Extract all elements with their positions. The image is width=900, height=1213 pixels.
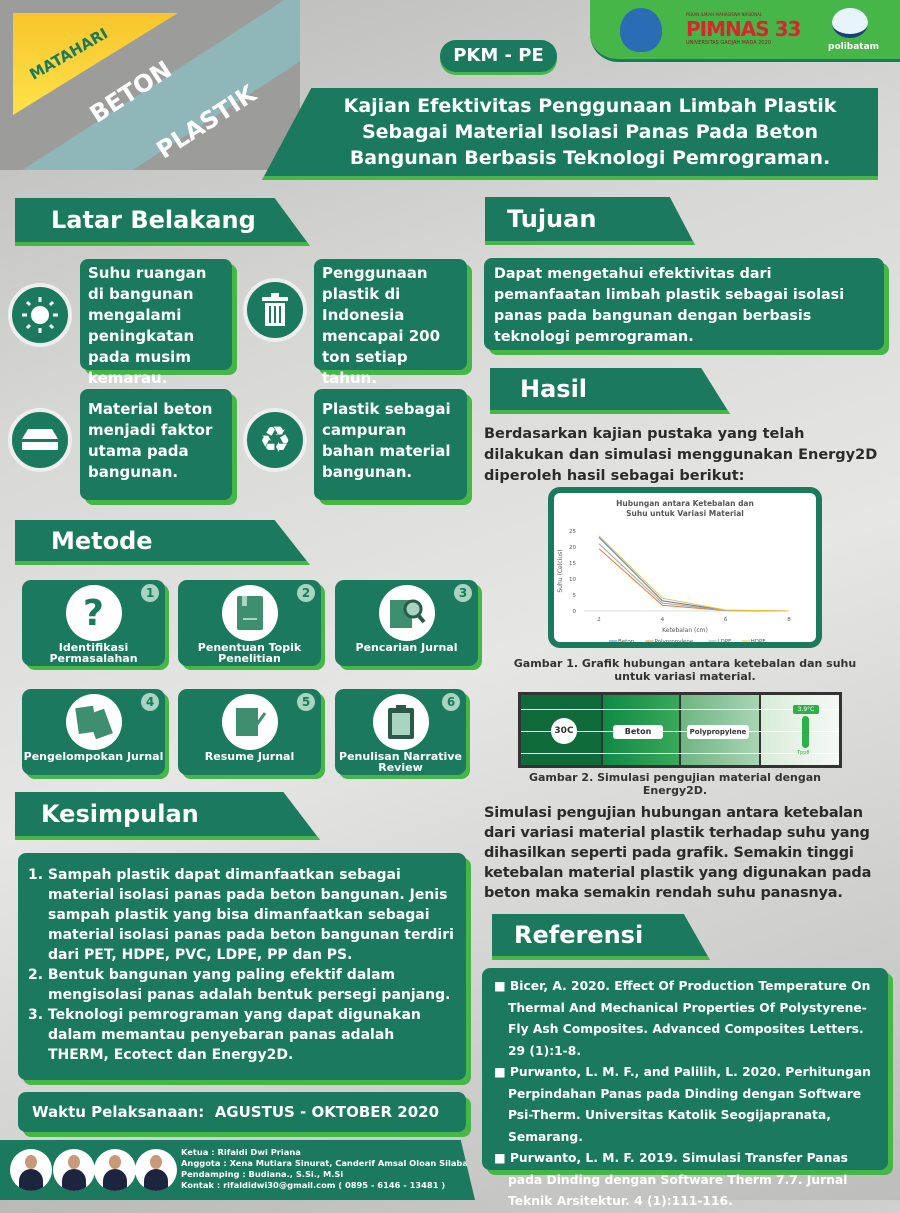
latar-item-1: Suhu ruangan di bangunan mengalami penin…	[80, 259, 232, 387]
pimnas-sub: UNIVERSITAS GADJAH MADA 2020	[686, 40, 771, 46]
series-line-ldpe	[598, 543, 790, 612]
search-document-icon	[378, 585, 435, 641]
sensor-label: Tpp8	[797, 750, 810, 756]
kesimpulan-item: 3. Teknologi pemrograman yang dapat digu…	[28, 1007, 421, 1063]
chart-title: Suhu untuk Variasi Material	[626, 509, 744, 518]
kesimpulan-item: 2. Bentuk bangunan yang paling efektif d…	[28, 967, 451, 1003]
metode-step-1: 1?Identifikasi Permasalahan	[22, 580, 165, 666]
member-photo	[135, 1149, 177, 1191]
simulation-diagram: 30C Beton Polypropylene 3.9°C Tpp8	[518, 692, 842, 768]
legend-label: HDPE	[751, 639, 767, 642]
kesimpulan-heading: Kesimpulan	[15, 792, 320, 840]
legend-label: Polypropylene	[655, 639, 694, 642]
latar-item-2: Penggunaan plastik di Indonesia mencapai…	[314, 259, 467, 387]
series-line-polypropylene	[598, 548, 790, 612]
tujuan-heading: Tujuan	[485, 197, 695, 245]
legend-label: Beton	[618, 639, 635, 642]
clipboard-icon	[372, 694, 429, 750]
figure-2-caption: Gambar 2. Simulasi pengujian material de…	[528, 771, 822, 797]
hasil-heading: Hasil	[490, 368, 730, 414]
pimnas-top: PEKAN ILMIAH MAHASISWA NASIONAL	[686, 12, 763, 17]
start-temperature: 30C	[551, 718, 577, 744]
polypropylene-layer-label: Polypropylene	[687, 725, 749, 739]
brick-icon	[8, 408, 72, 472]
beton-layer-label: Beton	[613, 725, 663, 739]
x-tick-label: 8	[787, 617, 791, 623]
y-tick-label: 10	[569, 577, 576, 583]
book-icon	[221, 585, 278, 641]
kontak: Kontak : rifaldidwi30@gmail.com ( 0895 -…	[181, 1180, 446, 1190]
program-badge: PKM - PE	[440, 40, 557, 72]
reference-item: ■ Bicer, A. 2020. Effect Of Production T…	[494, 979, 871, 1058]
hasil-discussion: Simulasi pengujian hubungan antara keteb…	[484, 805, 872, 901]
waktu-pelaksanaan: Waktu Pelaksanaan: AGUSTUS - OKTOBER 202…	[18, 1092, 466, 1132]
recycle-icon: ♻	[243, 408, 307, 472]
chart-title: Hubungan antara Ketebalan dan	[616, 499, 754, 508]
documents-icon	[65, 694, 122, 750]
y-tick-label: 5	[573, 593, 577, 599]
referensi-box: ■ Bicer, A. 2020. Effect Of Production T…	[482, 968, 888, 1208]
anggota: Anggota : Xena Mutiara Sinurat, Canderif…	[181, 1158, 474, 1168]
reference-item: ■ Purwanto, L. M. F. 2019. Simulasi Tran…	[494, 1151, 848, 1208]
member-photo	[94, 1149, 136, 1191]
figure-1-caption: Gambar 1. Grafik hubungan antara ketebal…	[513, 657, 857, 683]
series-line-hdpe	[598, 535, 790, 612]
trash-icon	[243, 278, 307, 342]
x-tick-label: 2	[597, 617, 601, 623]
checked-document-icon	[221, 694, 278, 750]
legend-label: LDPE	[717, 639, 732, 642]
member-photo	[10, 1149, 52, 1191]
banner-graphic: MATAHARI BETON PLASTIK	[0, 0, 300, 170]
latar-item-4: Plastik sebagai campuran bahan material …	[314, 389, 467, 500]
question-icon: ?	[65, 585, 122, 641]
latar-belakang-heading: Latar Belakang	[15, 198, 310, 246]
y-tick-label: 20	[569, 545, 576, 551]
y-axis-label: Suhu (Celcius)	[557, 549, 564, 592]
hasil-intro: Berdasarkan kajian pustaka yang telah di…	[484, 426, 878, 484]
poster-title: Kajian Efektivitas Penggunaan Limbah Pla…	[262, 88, 878, 180]
tut-wuri-handayani-logo	[620, 8, 662, 52]
reference-item: ■ Purwanto, L. M. F., and Palilih, L. 20…	[494, 1065, 871, 1144]
y-tick-label: 15	[569, 561, 576, 567]
polibatam-text: polibatam	[828, 42, 880, 52]
team-footer: Ketua : Rifaldi Dwi Priana Anggota : Xen…	[0, 1140, 475, 1200]
kesimpulan-box: 1. Sampah plastik dapat dimanfaatkan seb…	[18, 853, 466, 1080]
latar-item-3: Material beton menjadi faktor utama pada…	[80, 389, 232, 500]
metode-heading: Metode	[15, 520, 310, 565]
x-axis-label: Ketebalan (cm)	[662, 627, 708, 634]
x-tick-label: 4	[661, 617, 665, 623]
pendamping: Pendamping : Budiana., S.Si., M.Si	[181, 1169, 344, 1179]
end-temperature: 3.9°C	[793, 705, 819, 714]
pimnas-logo: PIMNAS 33	[686, 17, 801, 41]
logo-banner: PEKAN ILMIAH MAHASISWA NASIONAL PIMNAS 3…	[590, 0, 900, 62]
y-tick-label: 0	[573, 609, 577, 615]
referensi-heading: Referensi	[492, 914, 710, 960]
kesimpulan-item: 1. Sampah plastik dapat dimanfaatkan seb…	[28, 867, 454, 963]
polibatam-logo	[832, 8, 868, 38]
thermometer-icon	[802, 716, 809, 748]
x-tick-label: 6	[724, 617, 728, 623]
member-photo	[53, 1149, 95, 1191]
y-tick-label: 25	[569, 529, 576, 535]
tujuan-box: Dapat mengetahui efektivitas dari pemanf…	[484, 258, 884, 350]
sun-icon	[8, 283, 72, 347]
ketua: Ketua : Rifaldi Dwi Priana	[181, 1147, 301, 1157]
